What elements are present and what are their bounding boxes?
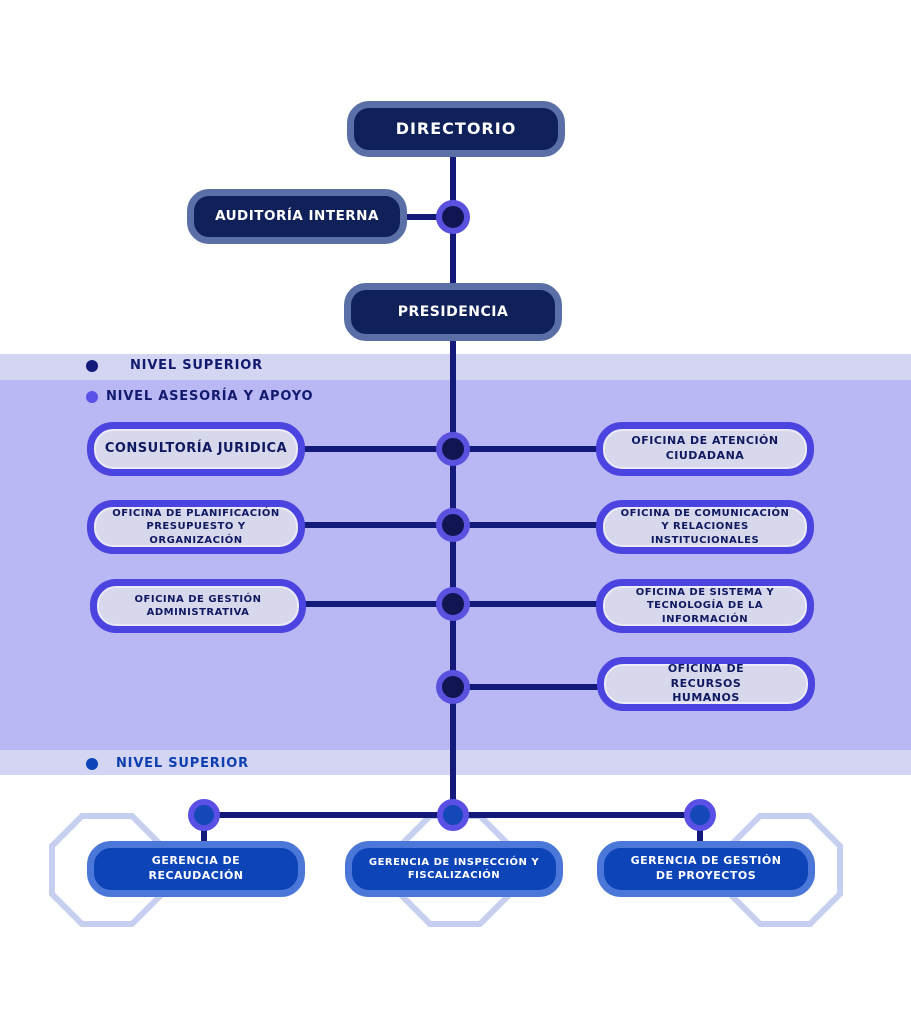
gerencia-recaudacion-box[interactable]: GERENCIA DE RECAUDACIÓN — [87, 841, 305, 897]
oficina-planificacion-label: OFICINA DE PLANIFICACIÓN PRESUPUESTO Y O… — [112, 507, 280, 546]
gerencia-inspeccion-box[interactable]: GERENCIA DE INSPECCIÓN Y FISCALIZACIÓN — [345, 841, 563, 897]
consultoria-juridica-label: CONSULTORÍA JURIDICA — [104, 441, 288, 457]
connector-row-4 — [453, 684, 606, 690]
legend-bullet-navy — [86, 359, 98, 372]
oficina-sistema-tecnologia-label: OFICINA DE SISTEMA Y TECNOLOGÍA DE LA IN… — [635, 586, 775, 625]
gerencia-gestion-proyectos-box[interactable]: GERENCIA DE GESTIÓN DE PROYECTOS — [597, 841, 815, 897]
oficina-recursos-humanos-label: OFICINA DE RECURSOS HUMANOS — [667, 661, 745, 705]
consultoria-juridica-box[interactable]: CONSULTORÍA JURIDICA — [87, 422, 305, 476]
hexagon-decoration-left — [49, 813, 165, 927]
node-dot-row-4 — [436, 670, 470, 704]
legend-bullet-blue — [86, 757, 98, 770]
gerencia-gestion-proyectos-label: GERENCIA DE GESTIÓN DE PROYECTOS — [630, 854, 782, 882]
connector-gerencia-left — [201, 815, 207, 847]
oficina-atencion-ciudadana-label: OFICINA DE ATENCIÓN CIUDADANA — [631, 434, 779, 462]
oficina-sistema-tecnologia-box[interactable]: OFICINA DE SISTEMA Y TECNOLOGÍA DE LA IN… — [596, 579, 814, 633]
node-dot-gerencia-center — [437, 799, 469, 831]
oficina-atencion-ciudadana-box[interactable]: OFICINA DE ATENCIÓN CIUDADANA — [596, 422, 814, 476]
node-dot-row-1 — [436, 432, 470, 466]
node-dot-row-2 — [436, 508, 470, 542]
connector-gerencia-right — [697, 815, 703, 847]
oficina-gestion-administrativa-label: OFICINA DE GESTIÓN ADMINISTRATIVA — [134, 593, 262, 619]
gerencia-inspeccion-label: GERENCIA DE INSPECCIÓN Y FISCALIZACIÓN — [368, 856, 540, 882]
directorio-box[interactable]: DIRECTORIO — [347, 101, 565, 157]
node-dot-auditoria — [436, 200, 470, 234]
legend-nivel-asesoria: NIVEL ASESORÍA Y APOYO — [86, 389, 313, 404]
trunk-line — [450, 150, 456, 820]
node-dot-row-3 — [436, 587, 470, 621]
legend-label-nivel-superior-bottom: NIVEL SUPERIOR — [116, 756, 249, 771]
legend-label-nivel-superior-top: NIVEL SUPERIOR — [130, 358, 263, 373]
oficina-recursos-humanos-box[interactable]: OFICINA DE RECURSOS HUMANOS — [597, 657, 815, 711]
oficina-comunicacion-box[interactable]: OFICINA DE COMUNICACIÓN Y RELACIONES INS… — [596, 500, 814, 554]
auditoria-interna-label: AUDITORÍA INTERNA — [215, 208, 379, 225]
oficina-gestion-administrativa-box[interactable]: OFICINA DE GESTIÓN ADMINISTRATIVA — [90, 579, 306, 633]
gerencia-recaudacion-label: GERENCIA DE RECAUDACIÓN — [148, 854, 244, 882]
auditoria-interna-box[interactable]: AUDITORÍA INTERNA — [187, 189, 407, 244]
oficina-comunicacion-label: OFICINA DE COMUNICACIÓN Y RELACIONES INS… — [620, 507, 790, 546]
presidencia-label: PRESIDENCIA — [397, 303, 509, 320]
connector-auditoria — [400, 214, 452, 220]
node-dot-gerencia-left — [188, 799, 220, 831]
presidencia-box[interactable]: PRESIDENCIA — [344, 283, 562, 341]
node-dot-gerencia-right — [684, 799, 716, 831]
legend-nivel-superior-top: NIVEL SUPERIOR — [86, 358, 263, 373]
legend-nivel-superior-bottom: NIVEL SUPERIOR — [86, 756, 249, 771]
legend-bullet-purple — [86, 390, 98, 403]
legend-label-nivel-asesoria: NIVEL ASESORÍA Y APOYO — [106, 389, 314, 404]
oficina-planificacion-box[interactable]: OFICINA DE PLANIFICACIÓN PRESUPUESTO Y O… — [87, 500, 305, 554]
directorio-label: DIRECTORIO — [395, 119, 517, 139]
